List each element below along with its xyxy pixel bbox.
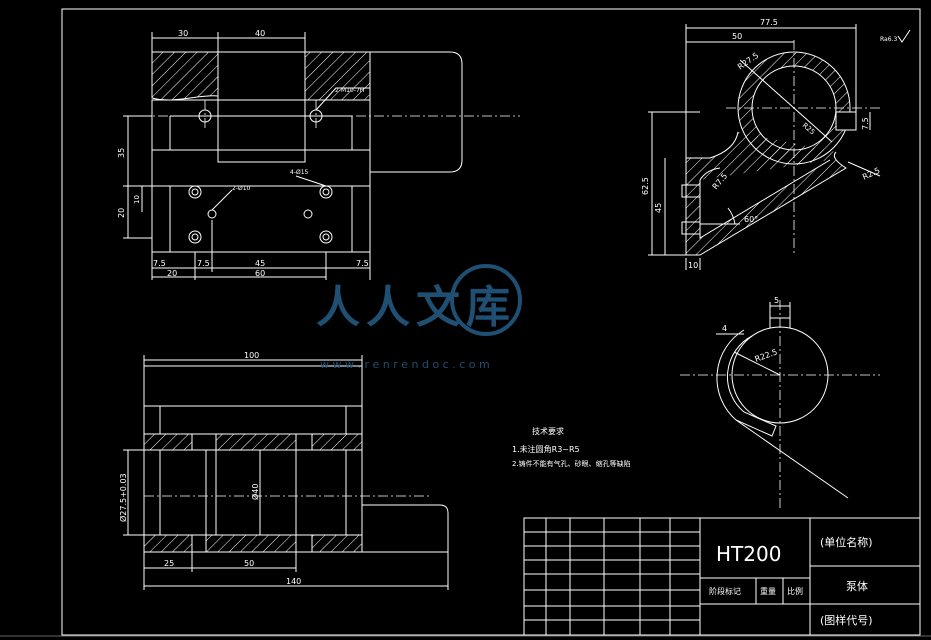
dim-10-side: 10 bbox=[688, 261, 698, 270]
watermark-url: w w w . r e n r e n d o c . c o m bbox=[320, 358, 490, 371]
side-view bbox=[648, 24, 881, 270]
tech-req-item-1: 1.未注圆角R3~R5 bbox=[512, 444, 580, 454]
technical-requirements: 技术要求 1.未注圆角R3~R5 2.铸件不能有气孔、砂眼、缩孔等缺陷 bbox=[512, 426, 631, 468]
unit-name: (单位名称) bbox=[820, 535, 873, 549]
dim-100: 100 bbox=[244, 351, 259, 360]
dim-5: 5 bbox=[774, 296, 779, 305]
dim-4-holes: 4-Ø15 bbox=[290, 169, 309, 176]
sheet-frame bbox=[0, 8, 931, 637]
title-block-text: HT200 (单位名称) 泵体 (图样代号) 阶段标记 重量 比例 bbox=[709, 535, 873, 627]
dim-62-5: 62.5 bbox=[641, 177, 650, 195]
dim-140: 140 bbox=[286, 577, 301, 586]
dim-50-section: 50 bbox=[244, 559, 254, 568]
weight-label: 重量 bbox=[760, 586, 776, 596]
dim-45-side: 45 bbox=[654, 203, 663, 213]
dim-20: 20 bbox=[117, 208, 126, 218]
material-label: HT200 bbox=[716, 542, 781, 566]
dim-10: 10 bbox=[133, 195, 141, 204]
section-view-dimensions: 100 Ø27.5+0.03 Ø40 25 50 140 bbox=[118, 351, 301, 586]
dim-r2-5: R2.5 bbox=[861, 166, 881, 182]
part-name: 泵体 bbox=[846, 579, 868, 593]
tech-req-item-2: 2.铸件不能有气孔、砂眼、缩孔等缺陷 bbox=[512, 459, 631, 468]
dim-7-5-left: 7.5 bbox=[153, 259, 166, 268]
dim-45: 45 bbox=[255, 259, 265, 268]
title-block bbox=[523, 517, 921, 636]
dim-angle-60: 60° bbox=[744, 215, 758, 224]
front-view bbox=[123, 32, 520, 280]
dim-40: 40 bbox=[255, 29, 265, 38]
dim-7-5-right: 7.5 bbox=[356, 259, 369, 268]
detail-view bbox=[680, 300, 880, 510]
dim-bore-40: Ø40 bbox=[250, 484, 260, 500]
watermark: 人人文库 w w w . r e n r e n d o c . c o m bbox=[316, 264, 522, 371]
dim-bore-27-5: Ø27.5+0.03 bbox=[118, 473, 128, 522]
dim-25: 25 bbox=[164, 559, 174, 568]
stage-mark-label: 阶段标记 bbox=[709, 586, 741, 596]
dim-77-5: 77.5 bbox=[760, 18, 778, 27]
dim-4: 4 bbox=[722, 324, 727, 333]
dim-2-holes: 2-Ø10 bbox=[232, 185, 251, 192]
dim-7-5-mid: 7.5 bbox=[197, 259, 210, 268]
drawing-code: (图样代号) bbox=[820, 613, 873, 627]
front-view-dimensions: 30 40 2-M10-7H 35 20 10 4-Ø15 2-Ø10 7.5 … bbox=[117, 29, 369, 278]
dim-r22-5: R22.5 bbox=[754, 347, 779, 363]
roughness-note: Ra6.3 bbox=[880, 36, 897, 43]
dim-7-5: 7.5 bbox=[861, 117, 870, 130]
dim-60: 60 bbox=[255, 269, 265, 278]
dim-35: 35 bbox=[117, 148, 126, 158]
dim-20-bottom: 20 bbox=[167, 269, 177, 278]
watermark-text: 人人文库 bbox=[316, 282, 516, 333]
scale-label: 比例 bbox=[787, 586, 803, 596]
dim-thread: 2-M10-7H bbox=[335, 87, 364, 94]
dim-30: 30 bbox=[178, 29, 188, 38]
dim-50: 50 bbox=[732, 32, 742, 41]
section-view bbox=[123, 355, 449, 590]
roughness-symbol: Ra6.3 bbox=[880, 29, 911, 43]
tech-req-heading: 技术要求 bbox=[532, 426, 564, 436]
watermark-logo-icon bbox=[450, 264, 522, 336]
